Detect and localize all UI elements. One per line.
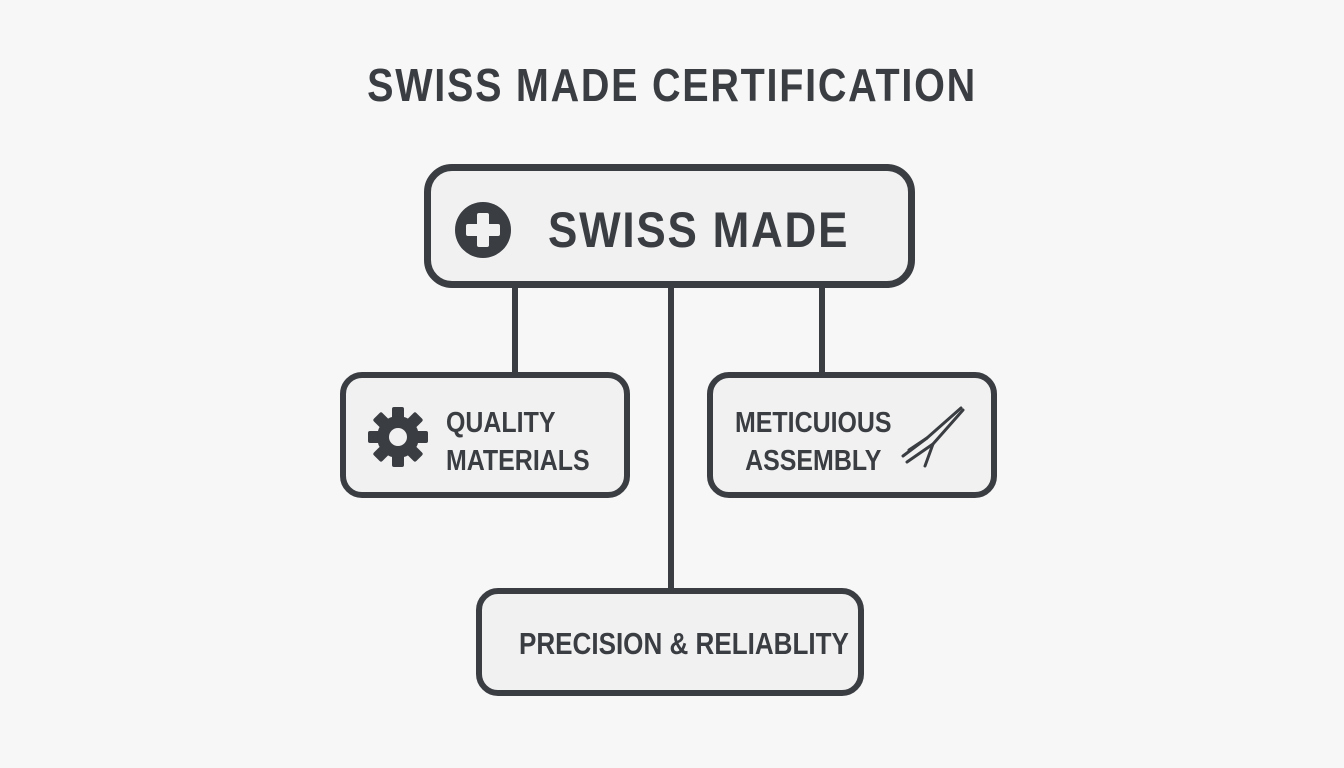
precision-reliability-label: PRECISION & RELIABLITY — [519, 626, 849, 661]
quality-materials-node: QUALITY MATERIALS — [340, 372, 630, 498]
gear-icon — [368, 407, 428, 467]
meticulous-assembly-node: METICUIOUS ASSEMBLY — [707, 372, 997, 498]
meticulous-assembly-label: METICUIOUS ASSEMBLY — [735, 404, 892, 480]
meticulous-assembly-line-1: METICUIOUS — [735, 407, 892, 439]
tweezers-icon — [901, 406, 965, 468]
swiss-made-node: SWISS MADE — [424, 164, 915, 288]
swiss-cross-icon — [455, 202, 511, 258]
diagram-title: SWISS MADE CERTIFICATION — [367, 59, 977, 111]
quality-materials-line-2: MATERIALS — [446, 445, 590, 477]
precision-reliability-node: PRECISION & RELIABLITY — [476, 588, 864, 696]
quality-materials-line-1: QUALITY — [446, 407, 556, 439]
quality-materials-label: QUALITY MATERIALS — [446, 404, 590, 480]
swiss-made-label: SWISS MADE — [548, 202, 850, 258]
meticulous-assembly-line-2: ASSEMBLY — [745, 445, 882, 477]
